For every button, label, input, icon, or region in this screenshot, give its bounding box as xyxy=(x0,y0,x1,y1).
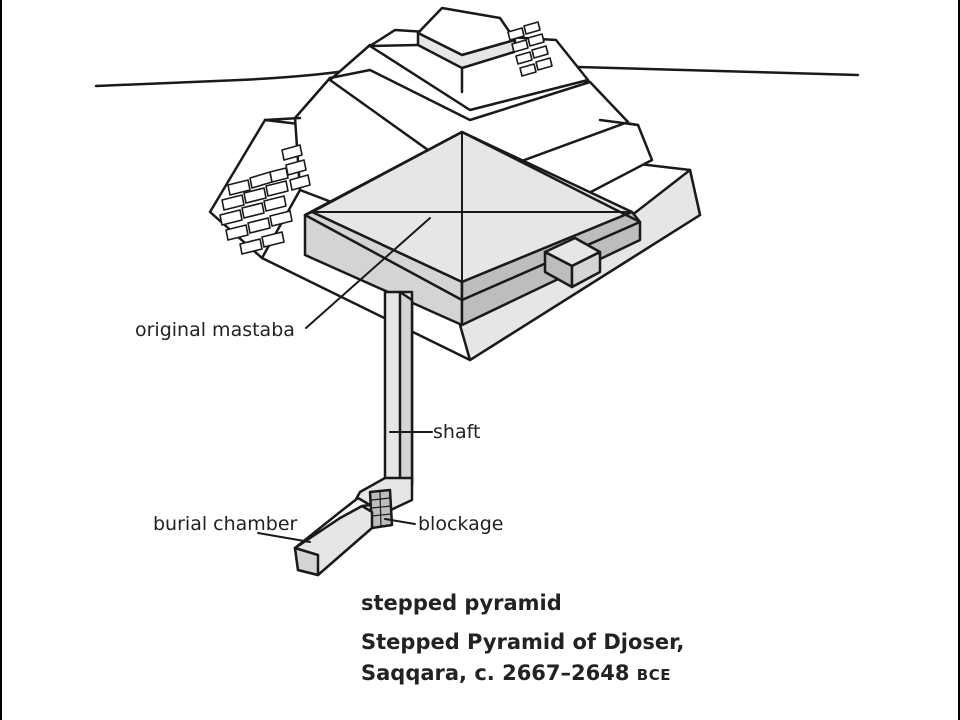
blockage-texture xyxy=(371,491,392,528)
left-frame-border xyxy=(0,0,2,720)
shaft-right-face xyxy=(398,290,414,492)
caption-title-line-1: Stepped Pyramid of Djoser, xyxy=(361,630,685,654)
mastaba-ridge-lines xyxy=(311,131,633,283)
horizon-line-left xyxy=(94,68,354,88)
right-frame-border xyxy=(958,0,960,720)
label-shaft: shaft xyxy=(433,421,480,443)
leader-lines xyxy=(257,217,433,543)
caption-era: BCE xyxy=(636,666,671,684)
brick-texture-left xyxy=(219,144,311,255)
entrance-block-side xyxy=(570,250,602,289)
label-burial-chamber: burial chamber xyxy=(153,513,298,535)
leader-original-mastaba xyxy=(305,217,431,329)
label-blockage: blockage xyxy=(418,513,503,535)
mastaba-outline xyxy=(303,130,642,302)
brick-texture-top-right xyxy=(507,21,553,77)
leader-burial-chamber xyxy=(257,532,311,543)
horizon-line-right xyxy=(576,65,860,77)
caption-title-line-2: Saqqara, c. 2667–2648 BCE xyxy=(361,658,684,691)
caption: stepped pyramid Stepped Pyramid of Djose… xyxy=(361,588,684,691)
caption-term: stepped pyramid xyxy=(361,591,562,615)
burial-chamber-top xyxy=(293,496,372,550)
caption-title-line-2-text: Saqqara, c. 2667–2648 xyxy=(361,661,630,685)
burial-chamber-end xyxy=(293,546,320,577)
label-original-mastaba: original mastaba xyxy=(135,319,295,341)
leader-blockage xyxy=(384,518,416,525)
